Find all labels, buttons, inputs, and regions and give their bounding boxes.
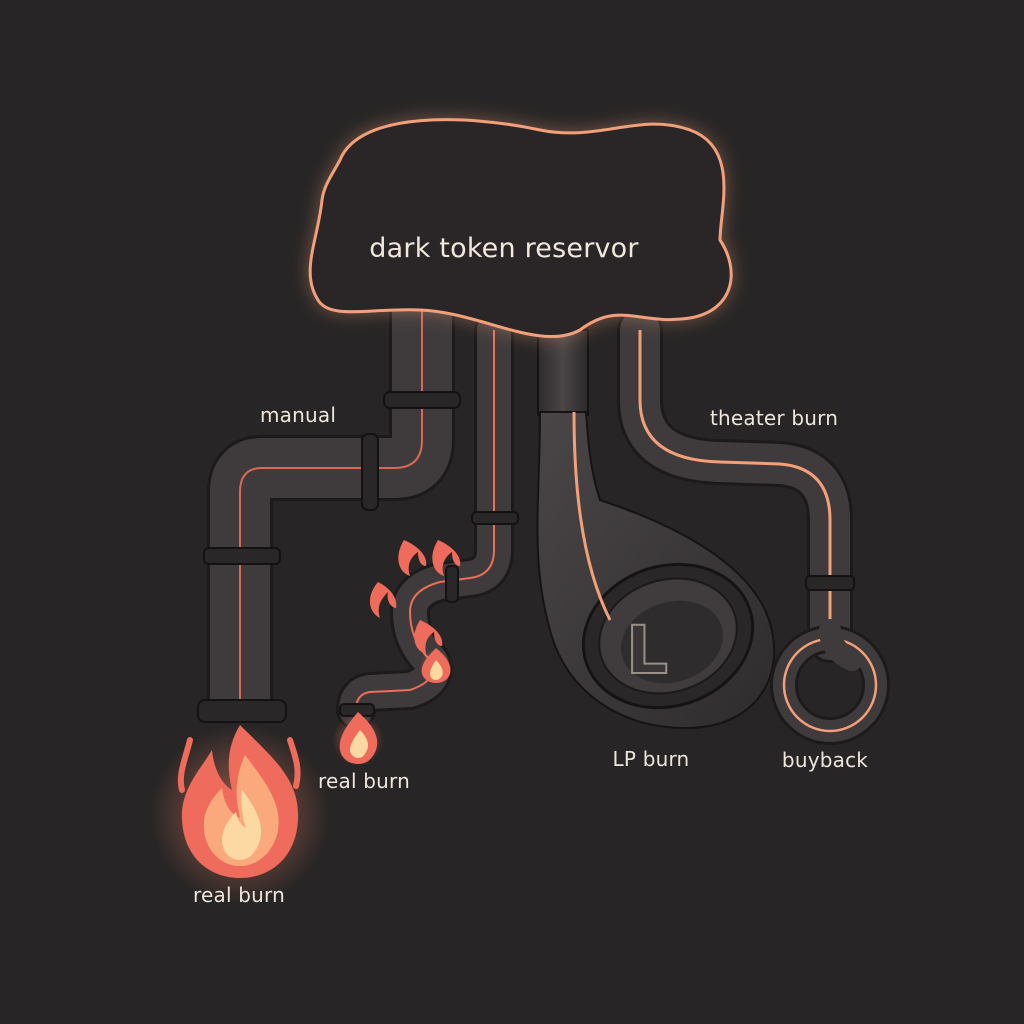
large-flame-icon: [150, 725, 330, 905]
manual-label: manual: [260, 403, 337, 427]
lp-burn-horn: [536, 329, 776, 730]
small-flame-icon: [332, 712, 384, 766]
real-burn-pipe: [336, 310, 519, 730]
buyback-pipe: [617, 307, 890, 745]
buyback-label: buyback: [781, 748, 869, 772]
real-burn-small-label: real burn: [318, 769, 410, 793]
reservoir-label: dark token reservor: [369, 233, 639, 264]
lp-burn-label: LP burn: [612, 747, 690, 771]
theater-burn-label: theater burn: [710, 406, 839, 430]
small-flames-icon: [369, 540, 461, 683]
manual-pipe: [197, 310, 461, 723]
lp-mark-letter: L: [625, 611, 669, 690]
reservoir-shape: [308, 118, 733, 339]
real-burn-large-label: real burn: [193, 883, 285, 907]
